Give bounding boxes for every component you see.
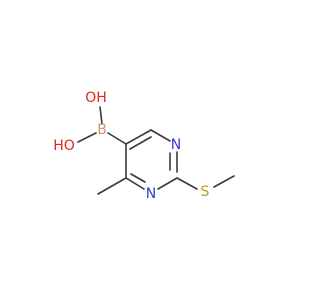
bond-n3-c4-double xyxy=(130,173,146,183)
molecule-canvas: OH HO B N N S xyxy=(53,90,235,202)
bond-c4-methyl xyxy=(97,177,127,195)
structure-diagram: OH HO B N N S xyxy=(53,90,235,202)
bond-c2-n3 xyxy=(157,177,178,190)
atom-sulfur: S xyxy=(201,184,210,200)
bond-b-c5 xyxy=(107,132,127,145)
atom-oh-top: OH xyxy=(85,90,107,106)
bond-c5-c6-double xyxy=(129,136,152,150)
bond-b-oh-top xyxy=(99,106,103,125)
bond-b-oh-left xyxy=(77,132,97,143)
bonds xyxy=(77,106,235,195)
atom-nitrogen-top: N xyxy=(171,137,181,153)
bond-c5-c6 xyxy=(125,129,152,145)
bond-n3-c4 xyxy=(125,177,145,190)
bond-c2-s xyxy=(176,177,198,190)
atom-boron: B xyxy=(97,122,107,138)
atom-labels: OH HO B N N S xyxy=(53,90,209,202)
bond-s-methyl xyxy=(213,175,235,188)
atom-oh-left: HO xyxy=(53,138,75,154)
atom-nitrogen-bottom: N xyxy=(146,186,156,202)
bond-c6-n1 xyxy=(150,129,171,142)
